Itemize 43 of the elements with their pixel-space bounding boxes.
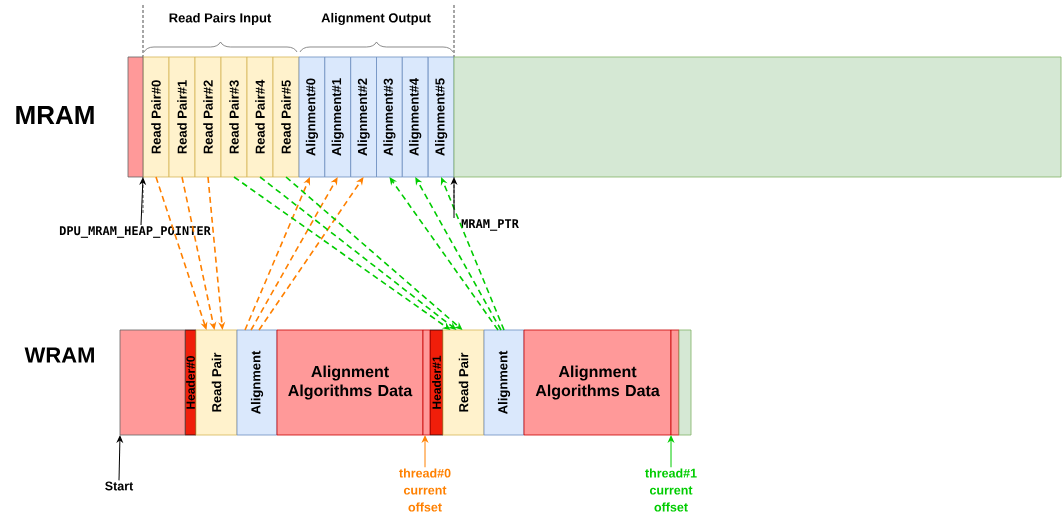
read-pair-cell: Read Pair#2 <box>194 56 222 178</box>
memory-region <box>119 329 186 436</box>
arrow <box>440 177 505 331</box>
arrow <box>451 177 457 219</box>
pointer-label: DPU_MRAM_HEAP_POINTER <box>59 226 211 238</box>
alignment-cell: Alignment <box>483 329 525 436</box>
offset-label: thread#0 current offset <box>399 468 451 512</box>
alignment-cell: Alignment <box>236 329 278 436</box>
arrow <box>139 177 146 226</box>
offset-label: thread#1 current offset <box>645 468 697 512</box>
arrow <box>117 435 123 481</box>
pointer-label: Start <box>105 481 134 491</box>
pointer-label: MRAM_PTR <box>461 219 519 231</box>
alignment-cell: Alignment#0 <box>298 56 326 178</box>
arrow <box>422 435 428 468</box>
arrow <box>668 435 674 468</box>
memory-label: WRAM <box>24 347 94 363</box>
read-pair-cell: Read Pair <box>442 329 485 436</box>
arrow <box>155 176 208 330</box>
alignment-cell: Alignment#2 <box>350 56 377 178</box>
memory-label: MRAM <box>16 106 94 124</box>
read-pair-cell: Read Pair#4 <box>246 56 274 178</box>
read-pair-cell: Read Pair#5 <box>272 56 300 178</box>
memory-region <box>670 329 680 436</box>
memory-region <box>678 329 692 436</box>
read-pair-cell: Read Pair#0 <box>142 56 170 178</box>
arrow <box>415 177 502 331</box>
brace-label: Alignment Output <box>321 12 431 26</box>
memory-region <box>422 329 431 436</box>
alignment-cell: Alignment#3 <box>376 56 403 178</box>
memory-region <box>127 56 144 178</box>
alignment-cell: Alignment#5 <box>427 56 455 178</box>
arrow <box>258 177 364 331</box>
read-pair-cell: Read Pair#1 <box>168 56 196 178</box>
alignment-cell: Alignment#1 <box>324 56 351 178</box>
arrow <box>181 176 217 330</box>
alignment-cell: Alignment#4 <box>401 56 429 178</box>
memory-region <box>453 56 1062 178</box>
read-pair-cell: Read Pair <box>195 329 238 436</box>
arrow <box>250 177 338 331</box>
arrow <box>389 177 499 331</box>
read-pair-cell: Read Pair#3 <box>220 56 248 178</box>
brace-label: Read Pairs Input <box>169 12 272 26</box>
